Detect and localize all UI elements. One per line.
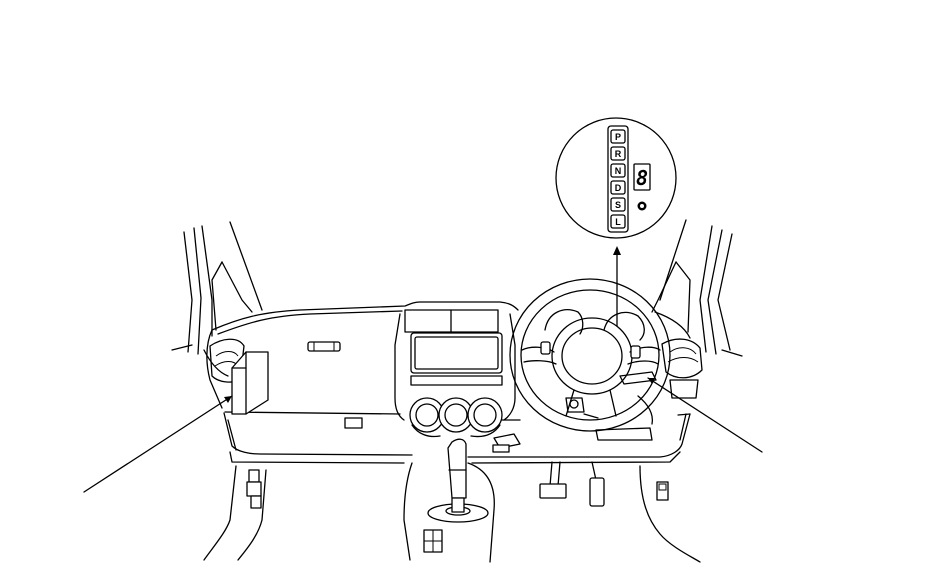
gear-position-box [611, 164, 625, 177]
center-console-stack [395, 310, 520, 452]
gear-position-box [611, 147, 625, 160]
left-a-pillar [172, 222, 262, 354]
gear-position-box [611, 181, 625, 194]
fuse-box [232, 352, 268, 414]
left-footwell-edge-inner [238, 470, 266, 560]
steering-wheel [510, 279, 670, 440]
gear-segment-display: 8 [634, 164, 650, 190]
left-footwell-edge [204, 466, 236, 560]
brake-pedal [540, 462, 566, 498]
right-kick-panel-clip [657, 482, 668, 500]
shift-lever [428, 439, 488, 522]
glove-box-handle [308, 342, 340, 351]
right-a-pillar [652, 220, 742, 356]
center-tunnel [404, 463, 494, 562]
zoom-pointer-arrowhead [613, 246, 621, 255]
gear-position-box [611, 130, 625, 143]
indicator-lamp-icon [637, 201, 647, 211]
right-footwell-edge [640, 466, 700, 562]
gear-position-box [611, 215, 625, 228]
dash-switch [345, 418, 362, 428]
leader-line-right [648, 378, 762, 452]
gear-position-box [611, 198, 625, 211]
gear-position-d: D [615, 183, 622, 193]
leader-line-left [84, 396, 232, 492]
gear-position-s: S [615, 200, 621, 210]
gear-position-n: N [615, 166, 622, 176]
accelerator-pedal [590, 462, 604, 506]
leader-arrowhead-left [224, 396, 232, 403]
left-kick-panel-clip [247, 470, 261, 508]
dashboard-panel [204, 302, 690, 463]
gear-position-r: R [615, 149, 622, 159]
gear-position-p: P [615, 132, 621, 142]
gear-segment-digit: 8 [636, 166, 648, 190]
gear-position-l: L [615, 217, 621, 227]
leader-arrowhead-right [648, 378, 655, 384]
right-vent [662, 339, 702, 398]
